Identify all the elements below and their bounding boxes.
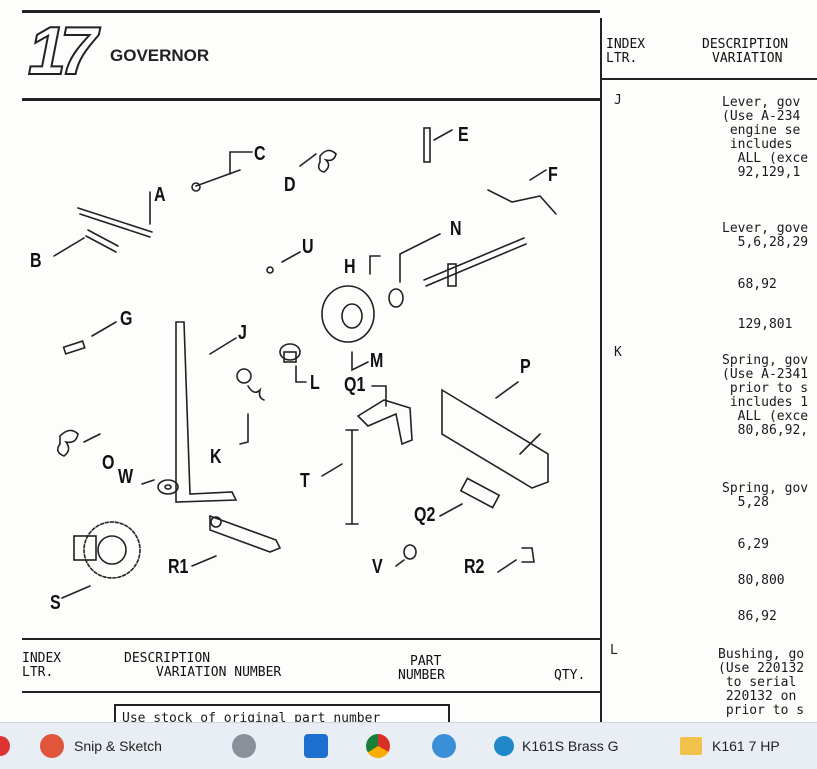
bottom-header-qty: QTY. [554, 668, 586, 683]
diagram-label-u: U [302, 236, 314, 258]
entry-line: 86,92 [722, 609, 777, 624]
entry-index: K [614, 345, 622, 360]
exploded-parts-diagram [53, 127, 557, 599]
right-header-variation: VARIATION [712, 51, 783, 66]
entry-line: to serial [718, 675, 805, 690]
right-header-index: INDEX [606, 37, 646, 52]
diagram-label-q2: Q2 [414, 504, 436, 526]
entry-line: includes 1 [722, 395, 809, 410]
right-header-rule [600, 78, 817, 80]
entry-line: Bushing, go [718, 647, 805, 662]
entry-index: J [614, 93, 622, 108]
entry-line: 5,28 [722, 495, 769, 510]
right-header-description: DESCRIPTION [702, 37, 789, 52]
taskbar-snip-sketch[interactable]: Snip & Sketch [40, 723, 162, 769]
right-header-ltr: LTR. [606, 51, 638, 66]
entry-line: Spring, gov [722, 481, 809, 496]
mail-icon [304, 734, 328, 758]
bottom-header-part: PART [410, 654, 442, 669]
parts-manual-page: 17 GOVERNOR [22, 10, 817, 722]
entry-line: 92,129,1 [722, 165, 801, 180]
diagram-label-d: D [284, 174, 296, 196]
diagram-label-n: N [450, 218, 462, 240]
entry-line: (Use 220132 [718, 661, 805, 676]
taskbar-label: Snip & Sketch [74, 738, 162, 754]
taskbar: Snip & Sketch K161S Brass G K161 7 HP [0, 722, 817, 769]
chrome-icon [366, 734, 390, 758]
diagram-label-r1: R1 [168, 556, 189, 578]
top-rule [22, 10, 600, 13]
entry-line: 80,800 [722, 573, 785, 588]
entry-line: Lever, gove [722, 221, 809, 236]
bottom-table-rule-top [22, 638, 600, 640]
edge-icon [432, 734, 456, 758]
diagram-label-b: B [30, 250, 42, 272]
entry-line: 5,6,28,29 [722, 235, 809, 250]
entry-line: prior to s [722, 381, 809, 396]
entry-line: includes [722, 137, 801, 152]
bottom-header-number: NUMBER [398, 668, 445, 683]
diagram-label-j: J [238, 322, 247, 344]
entry-line: Spring, gov [722, 353, 809, 368]
entry-line: 80,86,92, [722, 423, 809, 438]
diagram-label-l: L [310, 372, 320, 394]
chapter-title: GOVERNOR [110, 46, 210, 65]
entry-line: ALL (exce [722, 151, 809, 166]
entry-line: 68,92 [722, 277, 777, 292]
stock-note-text: Use stock of original part number [122, 711, 381, 723]
diagram-label-s: S [50, 592, 61, 614]
column-divider [600, 18, 602, 722]
app-icon [0, 736, 10, 756]
taskbar-mail[interactable] [304, 723, 328, 769]
bottom-header-index: INDEX [22, 651, 62, 666]
diagram-label-h: H [344, 256, 356, 278]
entry-line: engine se [722, 123, 801, 138]
taskbar-k161-7hp[interactable]: K161 7 HP [680, 723, 780, 769]
entry-line: ALL (exce [722, 409, 809, 424]
diagram-label-e: E [458, 124, 469, 146]
entry-line: Lever, gov [722, 95, 801, 110]
diagram-label-o: O [102, 452, 115, 474]
chapter-number: 17 [27, 13, 99, 89]
folder-icon [680, 737, 702, 755]
entry-line: 220132 on [718, 689, 805, 704]
taskbar-label: K161S Brass G [522, 738, 619, 754]
entry-line: prior to s [718, 703, 805, 718]
taskbar-k161s-brass[interactable]: K161S Brass G [494, 723, 619, 769]
diagram-label-r2: R2 [464, 556, 485, 578]
rss-icon [232, 734, 256, 758]
diagram-label-v: V [372, 556, 383, 578]
stock-note-box: Use stock of original part number [114, 704, 450, 722]
edge-tab-icon [494, 736, 514, 756]
diagram-label-k: K [210, 446, 222, 468]
bottom-header-variation: VARIATION NUMBER [156, 665, 282, 680]
diagram-label-w: W [118, 466, 134, 488]
bottom-header-ltr: LTR. [22, 665, 54, 680]
header-rule [22, 98, 600, 101]
taskbar-partial-icon[interactable] [0, 723, 10, 769]
entry-index: L [610, 643, 618, 658]
diagram-label-g: G [120, 308, 133, 330]
diagram-label-f: F [548, 164, 558, 186]
diagram-label-t: T [300, 470, 310, 492]
entry-line: 6,29 [722, 537, 769, 552]
taskbar-rss[interactable] [232, 723, 256, 769]
entry-line: (Use A-2341 [722, 367, 809, 382]
diagram-label-m: M [370, 350, 384, 372]
snip-sketch-icon [40, 734, 64, 758]
taskbar-chrome[interactable] [366, 723, 390, 769]
diagram-label-q1: Q1 [344, 374, 366, 396]
taskbar-edge[interactable] [432, 723, 456, 769]
bottom-header-description: DESCRIPTION [124, 651, 211, 666]
diagram-label-c: C [254, 143, 266, 165]
entry-line: (Use A-234 [722, 109, 801, 124]
diagram-label-a: A [154, 184, 166, 206]
diagram-label-p: P [520, 356, 531, 378]
taskbar-label: K161 7 HP [712, 738, 780, 754]
bottom-table-rule [22, 691, 600, 693]
entry-line: 129,801 [722, 317, 793, 332]
